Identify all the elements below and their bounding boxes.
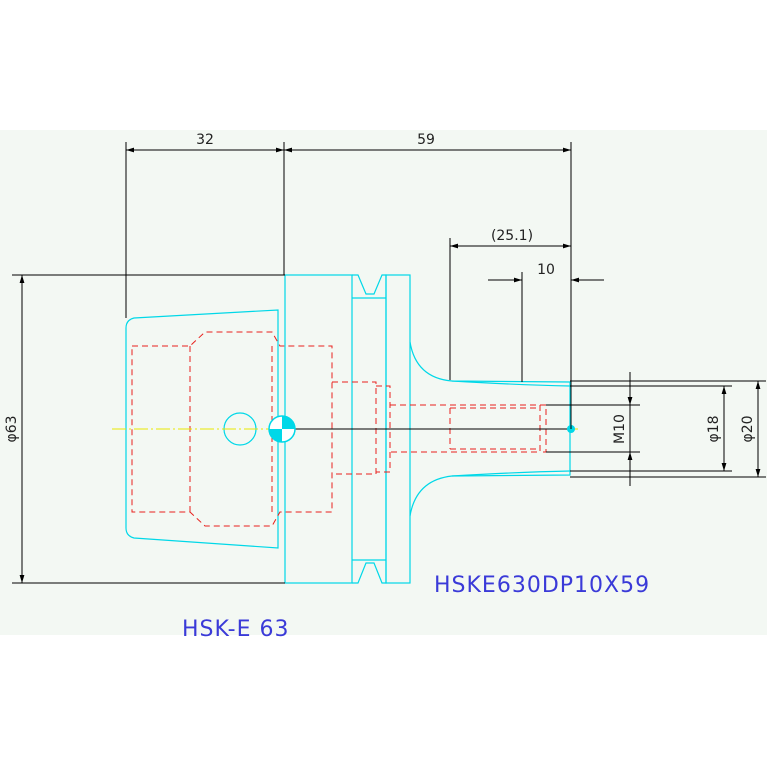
dim-32-text: 32 [196, 132, 214, 148]
dim-m10-text: M10 [612, 414, 628, 444]
dim-dia-18-text: φ18 [706, 415, 722, 442]
dimension-dia-18: φ18 [570, 385, 732, 472]
dimension-25-1: (25.1) [449, 228, 571, 380]
datum-center-symbol [268, 415, 296, 443]
coolant-bore [332, 381, 377, 475]
dimension-10: 10 [488, 262, 604, 382]
dim-dia-63-text: φ63 [4, 415, 20, 442]
dimension-dia-63: φ63 [4, 274, 285, 584]
dim-dia-20-text: φ20 [740, 415, 756, 442]
dimension-32: 32 [125, 132, 285, 318]
drawing-area [0, 130, 767, 635]
dimension-dia-20: φ20 [570, 380, 766, 478]
dimension-m10: M10 [546, 372, 640, 486]
interface-label: HSK-E 63 [182, 617, 289, 642]
part-code-label: HSKE630DP10X59 [434, 573, 650, 598]
dim-25-1-text: (25.1) [491, 228, 533, 244]
hsk-taper [125, 309, 279, 549]
dim-10-text: 10 [537, 262, 555, 278]
dim-59-text: 59 [417, 132, 435, 148]
